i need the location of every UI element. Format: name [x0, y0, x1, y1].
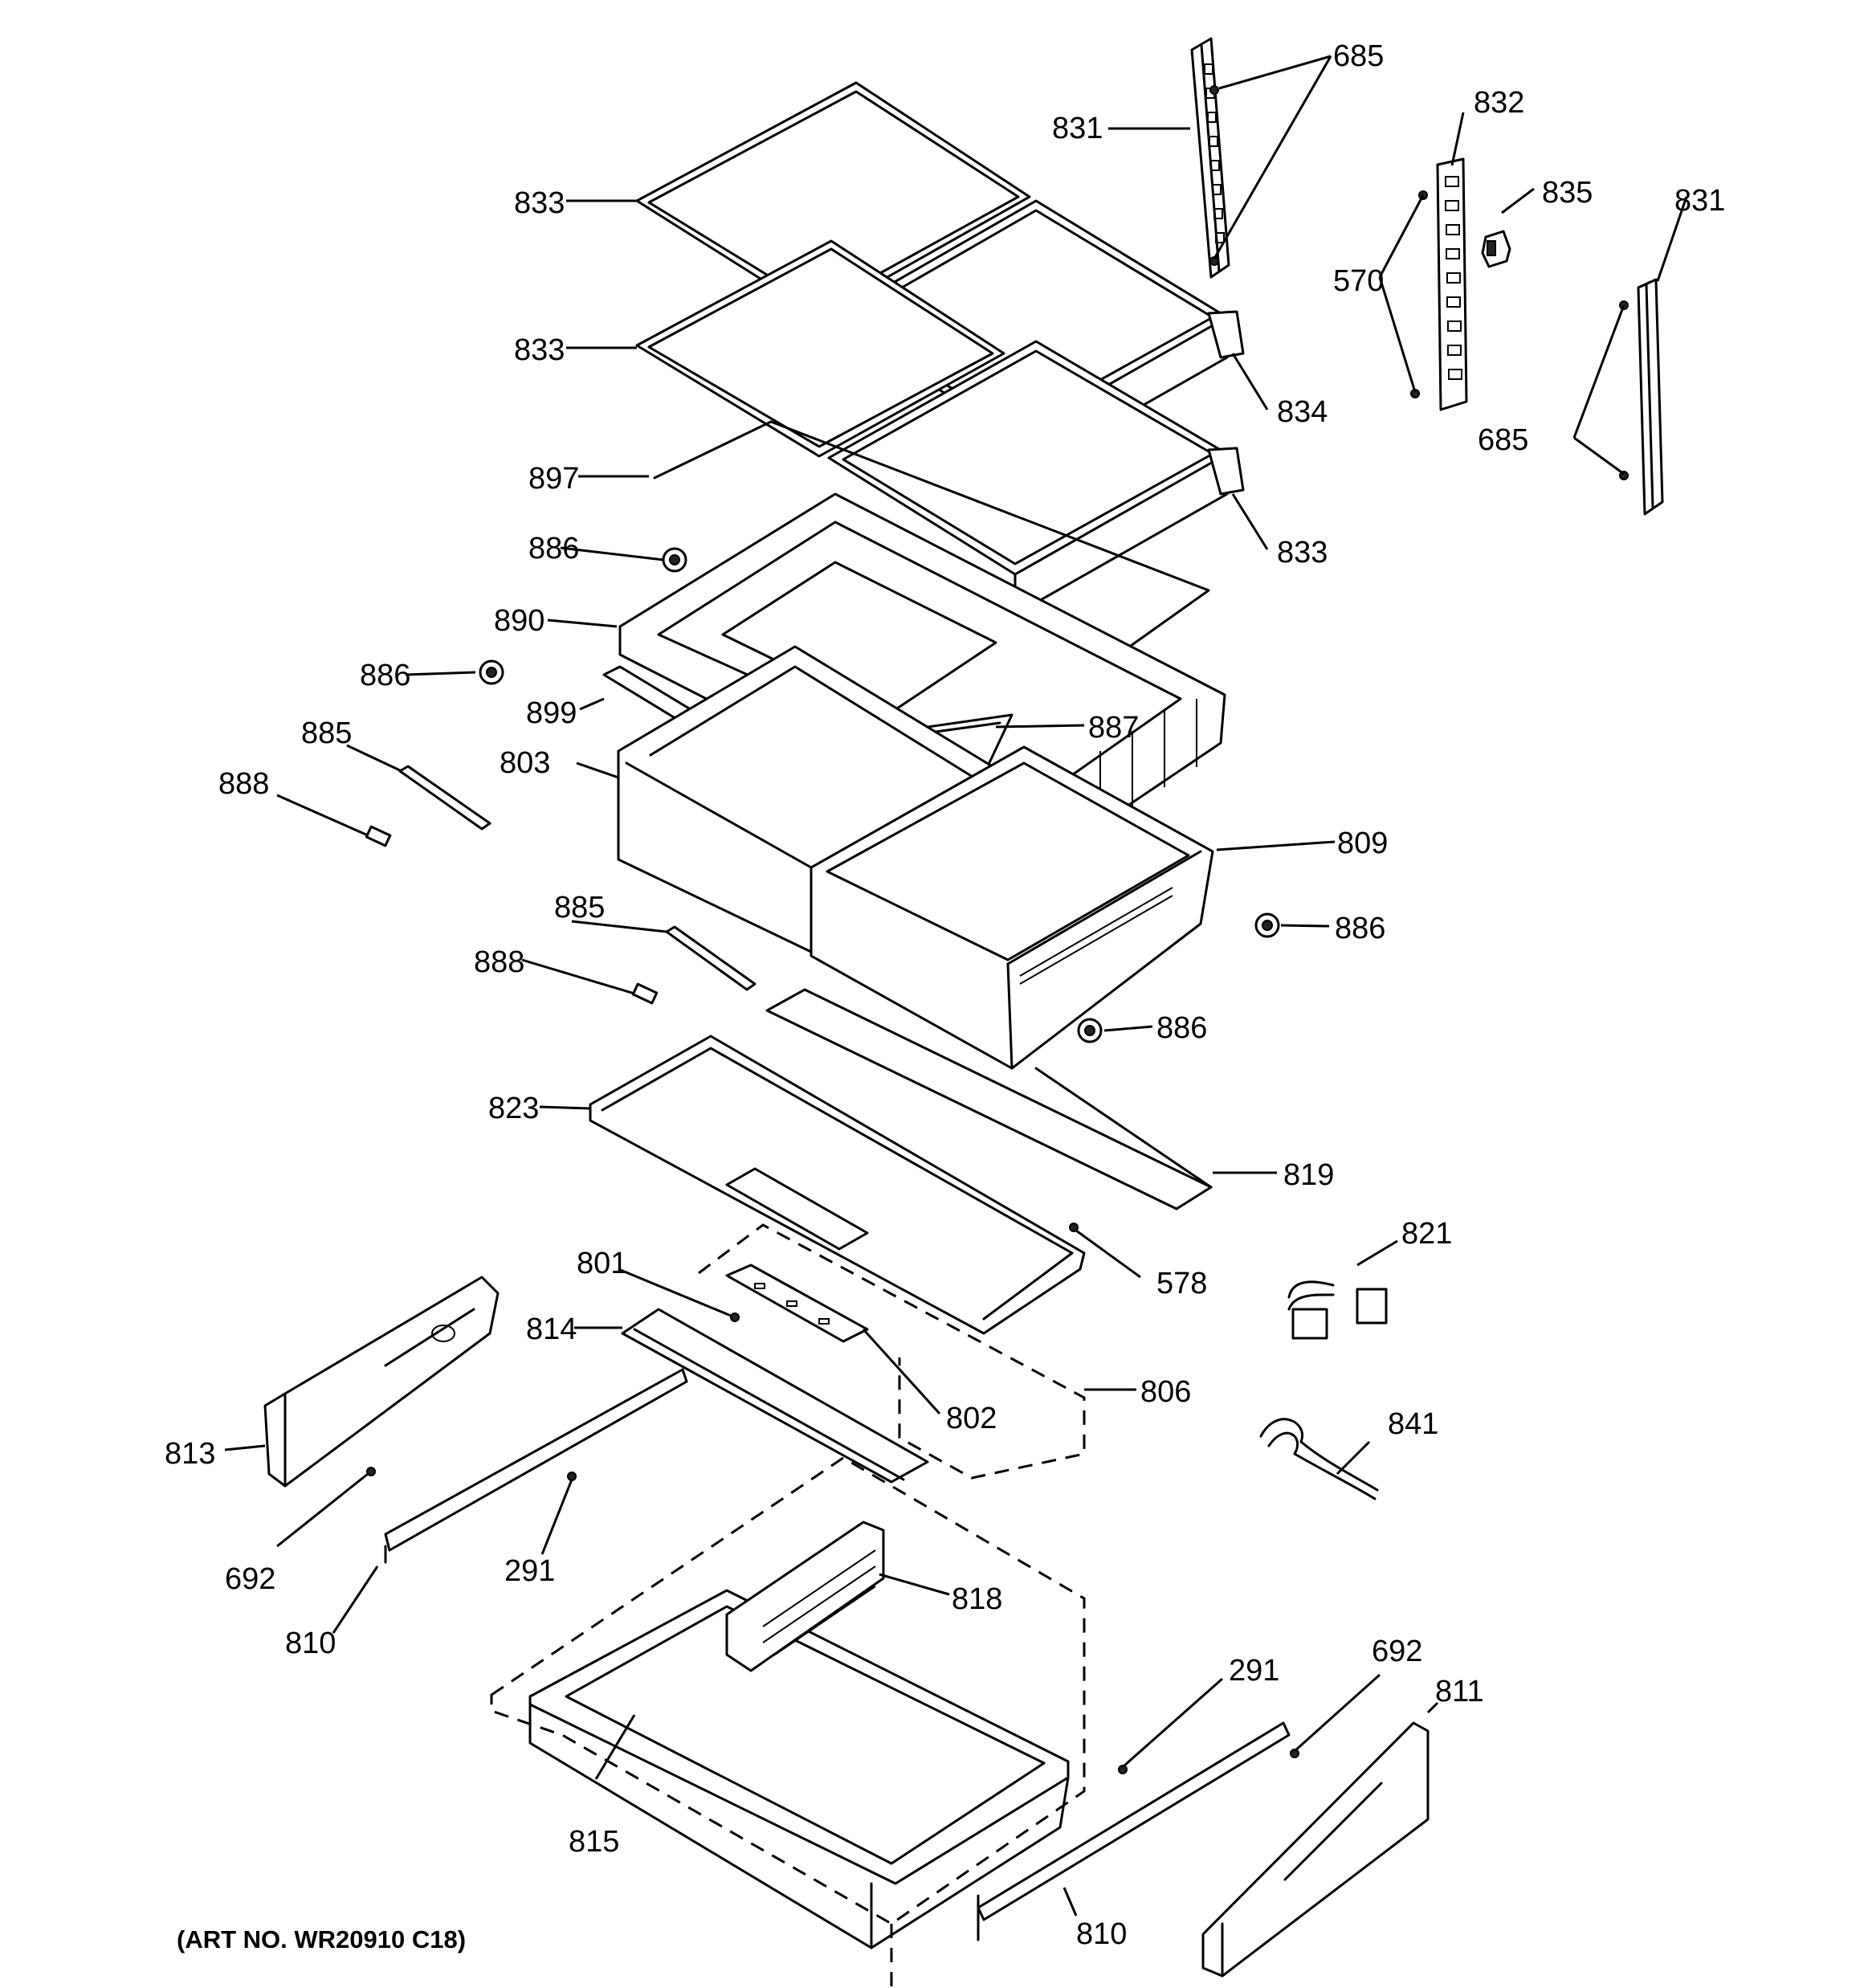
callout-806: 806: [1140, 1375, 1191, 1409]
freezer-drawer-815: [528, 1589, 1070, 1949]
callout-810: 810: [1076, 1917, 1127, 1951]
callout-886: 886: [528, 532, 579, 565]
callout-833: 833: [514, 333, 565, 367]
callout-831: 831: [1052, 112, 1103, 145]
callout-821: 821: [1401, 1217, 1452, 1251]
callout-841: 841: [1388, 1407, 1438, 1441]
callout-803: 803: [500, 746, 550, 780]
callout-685: 685: [1478, 423, 1528, 457]
screws-685-570: [1209, 85, 1629, 480]
screws-291-692-right: [1118, 1749, 1299, 1774]
callout-835: 835: [1542, 176, 1593, 210]
callout-811: 811: [1435, 1675, 1484, 1708]
callout-570: 570: [1333, 264, 1384, 298]
shelf-rail-832: [1436, 157, 1468, 411]
control-board-802: [725, 1263, 869, 1343]
cover-813: [263, 1276, 500, 1488]
callout-887: 887: [1088, 711, 1139, 745]
callout-813: 813: [165, 1437, 215, 1471]
callout-834: 834: [1277, 395, 1328, 429]
callout-291: 291: [504, 1554, 555, 1588]
cover-811: [1201, 1721, 1430, 1978]
glass-shelf-833-top: [635, 81, 1031, 317]
glass-shelf-833-mid: [635, 239, 1005, 458]
callout-886: 886: [360, 659, 410, 692]
callout-885: 885: [301, 716, 352, 750]
callout-802: 802: [946, 1402, 997, 1435]
callout-886: 886: [1156, 1011, 1207, 1045]
bracket-819: [765, 988, 1213, 1210]
callout-890: 890: [494, 604, 544, 638]
drawer-809: [810, 745, 1214, 1070]
assembly-815-outline: [490, 1456, 1086, 1988]
screws-291-692-left: [366, 1467, 577, 1481]
callout-814: 814: [526, 1312, 577, 1346]
callout-810: 810: [285, 1627, 336, 1660]
callout-692: 692: [1372, 1635, 1422, 1668]
wire-harness-821: [1287, 1280, 1388, 1340]
callout-897: 897: [528, 462, 579, 496]
callout-888: 888: [218, 767, 269, 801]
rail-814: [621, 1308, 929, 1484]
divider-818: [725, 1521, 885, 1672]
screw-578: [1069, 1223, 1079, 1232]
callout-818: 818: [952, 1582, 1002, 1616]
callout-833: 833: [1277, 536, 1328, 569]
slide-810-right: [977, 1721, 1291, 1941]
callout-885: 885: [554, 891, 605, 925]
callout-578: 578: [1156, 1267, 1207, 1300]
shelf-rail-831-right: [1637, 278, 1664, 516]
callout-291: 291: [1229, 1654, 1279, 1688]
screw-801: [730, 1312, 740, 1322]
callout-692: 692: [225, 1562, 275, 1596]
tube-841: [1259, 1418, 1379, 1500]
leader-lines: [224, 55, 1688, 1917]
callout-888: 888: [474, 945, 524, 979]
callout-899: 899: [526, 696, 577, 730]
clip-888: [365, 825, 659, 1005]
callout-831: 831: [1674, 184, 1725, 218]
callout-labels: 685 831 832 835 831 833 570 833 834 685 …: [165, 39, 1725, 1951]
assembly-806-outline: [698, 1223, 1086, 1480]
glass-shelf-833-lower: [827, 340, 1245, 616]
callout-886: 886: [1335, 912, 1385, 945]
bracket-835: [1481, 230, 1511, 268]
slide-885: [398, 765, 757, 991]
art-number-footer: (ART NO. WR20910 C18): [177, 1925, 466, 1953]
wheel-886: [479, 547, 1280, 1043]
cover-823: [589, 1035, 1086, 1335]
callout-685: 685: [1333, 39, 1384, 73]
callout-832: 832: [1474, 86, 1524, 120]
callout-819: 819: [1283, 1158, 1334, 1192]
callout-809: 809: [1337, 827, 1388, 860]
callout-815: 815: [569, 1825, 619, 1859]
callout-801: 801: [577, 1247, 627, 1280]
callout-823: 823: [488, 1092, 539, 1125]
slide-810-left: [384, 1368, 688, 1564]
callout-833: 833: [514, 186, 565, 220]
